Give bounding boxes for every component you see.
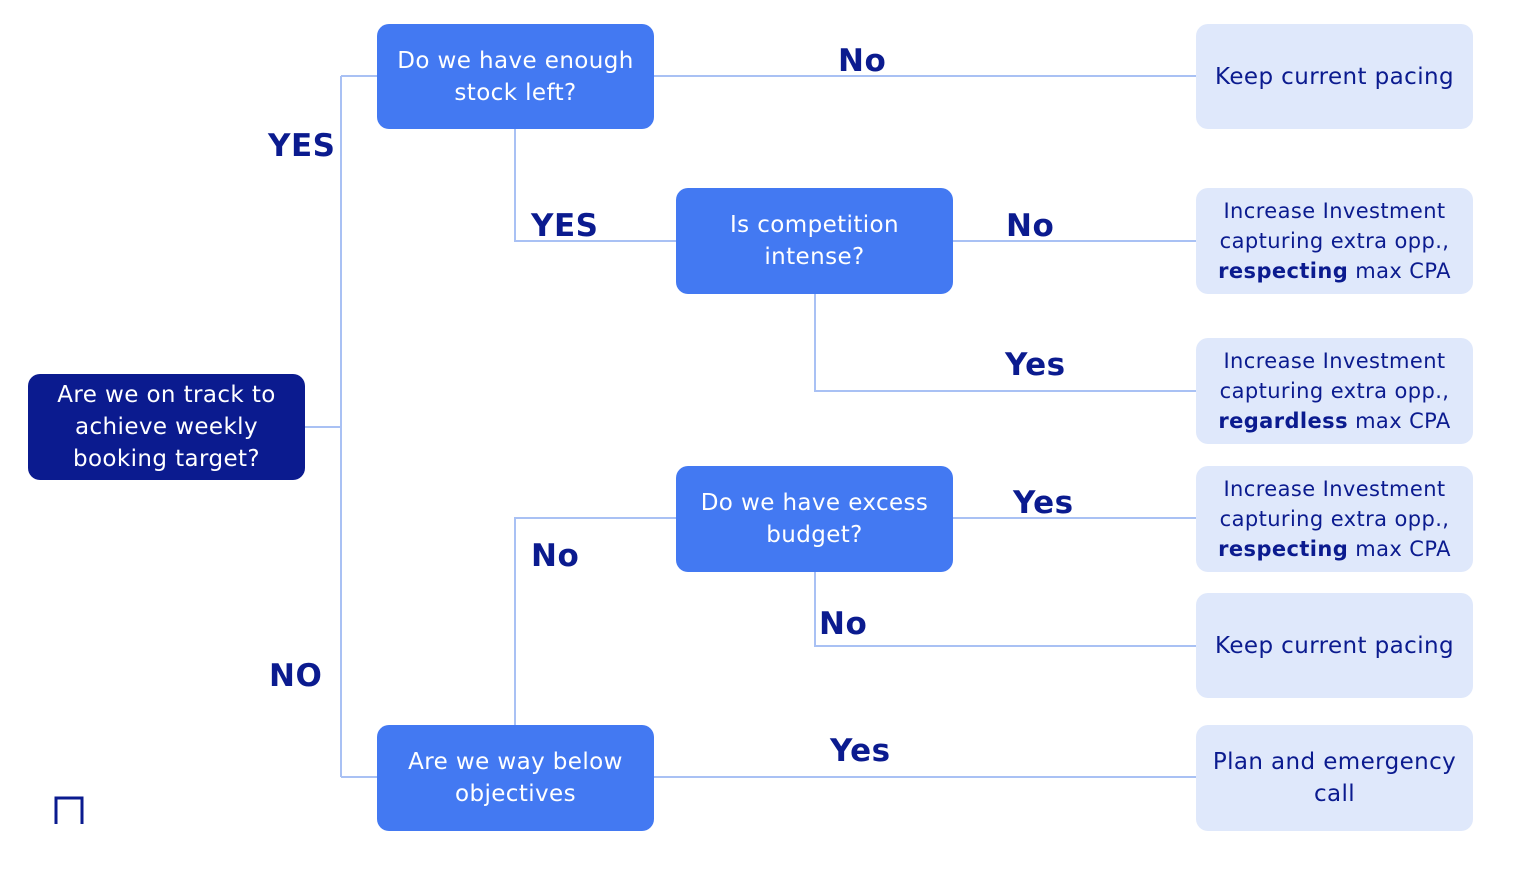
outcome-plan-emergency: Plan and emergency call [1196,725,1473,831]
edge-label-competition-yes: Yes [1005,347,1066,383]
stock-question-node: Do we have enough stock left? [377,24,654,129]
edge-label-objectives-yes: Yes [830,733,891,769]
competition-question-text: Is competition intense? [729,212,899,270]
outcome-text-prefix: Increase Investment capturing extra opp.… [1219,477,1450,531]
outcome-plan-emergency-text: Plan and emergency call [1212,749,1457,807]
outcome-increase-respecting-1: Increase Investment capturing extra opp.… [1196,188,1473,294]
outcome-text-suffix: max CPA [1355,537,1451,561]
outcome-keep-pacing-bottom-text: Keep current pacing [1215,632,1454,659]
outcome-keep-pacing-top-text: Keep current pacing [1215,63,1454,90]
below-objectives-question-text: Are we way below objectives [408,749,623,807]
excess-budget-question-node: Do we have excess budget? [676,466,953,572]
outcome-text-bold: respecting [1218,537,1349,561]
edge-label-root-no: NO [269,658,323,694]
outcome-keep-pacing-top: Keep current pacing [1196,24,1473,129]
edge-label-objectives-no: No [531,538,580,574]
connector-objectives-to-budget [514,517,677,726]
competition-question-node: Is competition intense? [676,188,953,294]
connector-stock-to-competition [514,128,677,242]
edge-label-competition-no: No [1006,208,1055,244]
outcome-increase-regardless: Increase Investment capturing extra opp.… [1196,338,1473,444]
outcome-increase-regardless-text: Increase Investment capturing extra opp.… [1208,346,1461,436]
bracket-logo-icon [54,796,84,824]
outcome-text-suffix: max CPA [1355,259,1451,283]
outcome-text-bold: regardless [1218,409,1348,433]
edge-label-budget-no: No [819,606,868,642]
stock-question-text: Do we have enough stock left? [397,47,634,106]
outcome-text-bold: respecting [1218,259,1349,283]
edge-label-stock-no: No [838,43,887,79]
edge-label-stock-yes: YES [531,208,599,244]
below-objectives-question-node: Are we way below objectives [377,725,654,831]
outcome-increase-respecting-2: Increase Investment capturing extra opp.… [1196,466,1473,572]
outcome-text-suffix: max CPA [1355,409,1451,433]
excess-budget-question-text: Do we have excess budget? [700,490,929,548]
outcome-keep-pacing-bottom: Keep current pacing [1196,593,1473,698]
root-question-node: Are we on track to achieve weekly bookin… [28,374,305,480]
connector-competition-to-increase-regardless [814,292,1197,392]
edge-label-root-yes: YES [268,128,336,164]
outcome-text-prefix: Increase Investment capturing extra opp.… [1219,349,1450,403]
outcome-text-prefix: Increase Investment capturing extra opp.… [1219,199,1450,253]
root-question-text: Are we on track to achieve weekly bookin… [57,382,276,472]
outcome-increase-respecting-2-text: Increase Investment capturing extra opp.… [1208,474,1461,564]
edge-label-budget-yes: Yes [1013,485,1074,521]
outcome-increase-respecting-1-text: Increase Investment capturing extra opp.… [1208,196,1461,286]
connector-budget-to-keep-pacing [814,570,1197,647]
